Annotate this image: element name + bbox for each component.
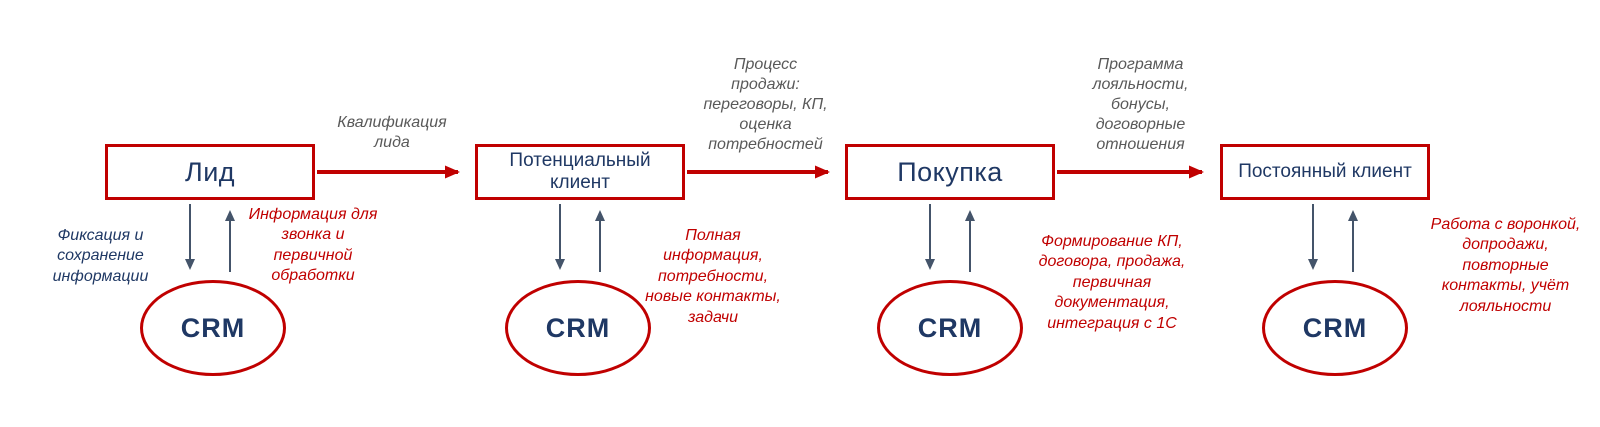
crm-ellipse-2: CRM — [505, 280, 651, 376]
annotation-purchase-right: Формирование КП, договора, продажа, перв… — [1038, 233, 1186, 332]
stage-box-lead: Лид — [105, 144, 315, 200]
stage-box-potential-client: Потенциальный клиент — [475, 144, 685, 200]
annotation-lead-left: Фиксация и сохранение информации — [52, 227, 149, 285]
crm-label-4: CRM — [1302, 312, 1368, 343]
stage-box-purchase: Покупка — [845, 144, 1055, 200]
stage-box-regular-client: Постоянный клиент — [1220, 144, 1430, 200]
annotation-lead-right: Информация для звонка и первичной обрабо… — [248, 206, 378, 285]
stage-label-lead: Лид — [184, 156, 236, 187]
transition-label-sales-process: Процесс продажи: переговоры, КП, оценка … — [703, 56, 828, 153]
annotation-regular-right: Работа с воронкой, допродажи, повторные … — [1430, 216, 1581, 315]
crm-ellipse-1: CRM — [140, 280, 286, 376]
crm-ellipse-3: CRM — [877, 280, 1023, 376]
transition-label-qualification: Квалификация лида — [337, 114, 447, 151]
stage-label-potential-client: Потенциальный клиент — [509, 150, 651, 193]
crm-label-3: CRM — [917, 312, 983, 343]
annotation-potential-right: Полная информация, потребности, новые ко… — [645, 227, 781, 326]
crm-ellipse-4: CRM — [1262, 280, 1408, 376]
crm-label-2: CRM — [545, 312, 611, 343]
crm-label-1: CRM — [180, 312, 246, 343]
stage-label-purchase: Покупка — [897, 156, 1003, 187]
stage-label-regular-client: Постоянный клиент — [1238, 161, 1412, 183]
transition-label-loyalty-program: Программа лояльности, бонусы, договорные… — [1092, 56, 1189, 153]
